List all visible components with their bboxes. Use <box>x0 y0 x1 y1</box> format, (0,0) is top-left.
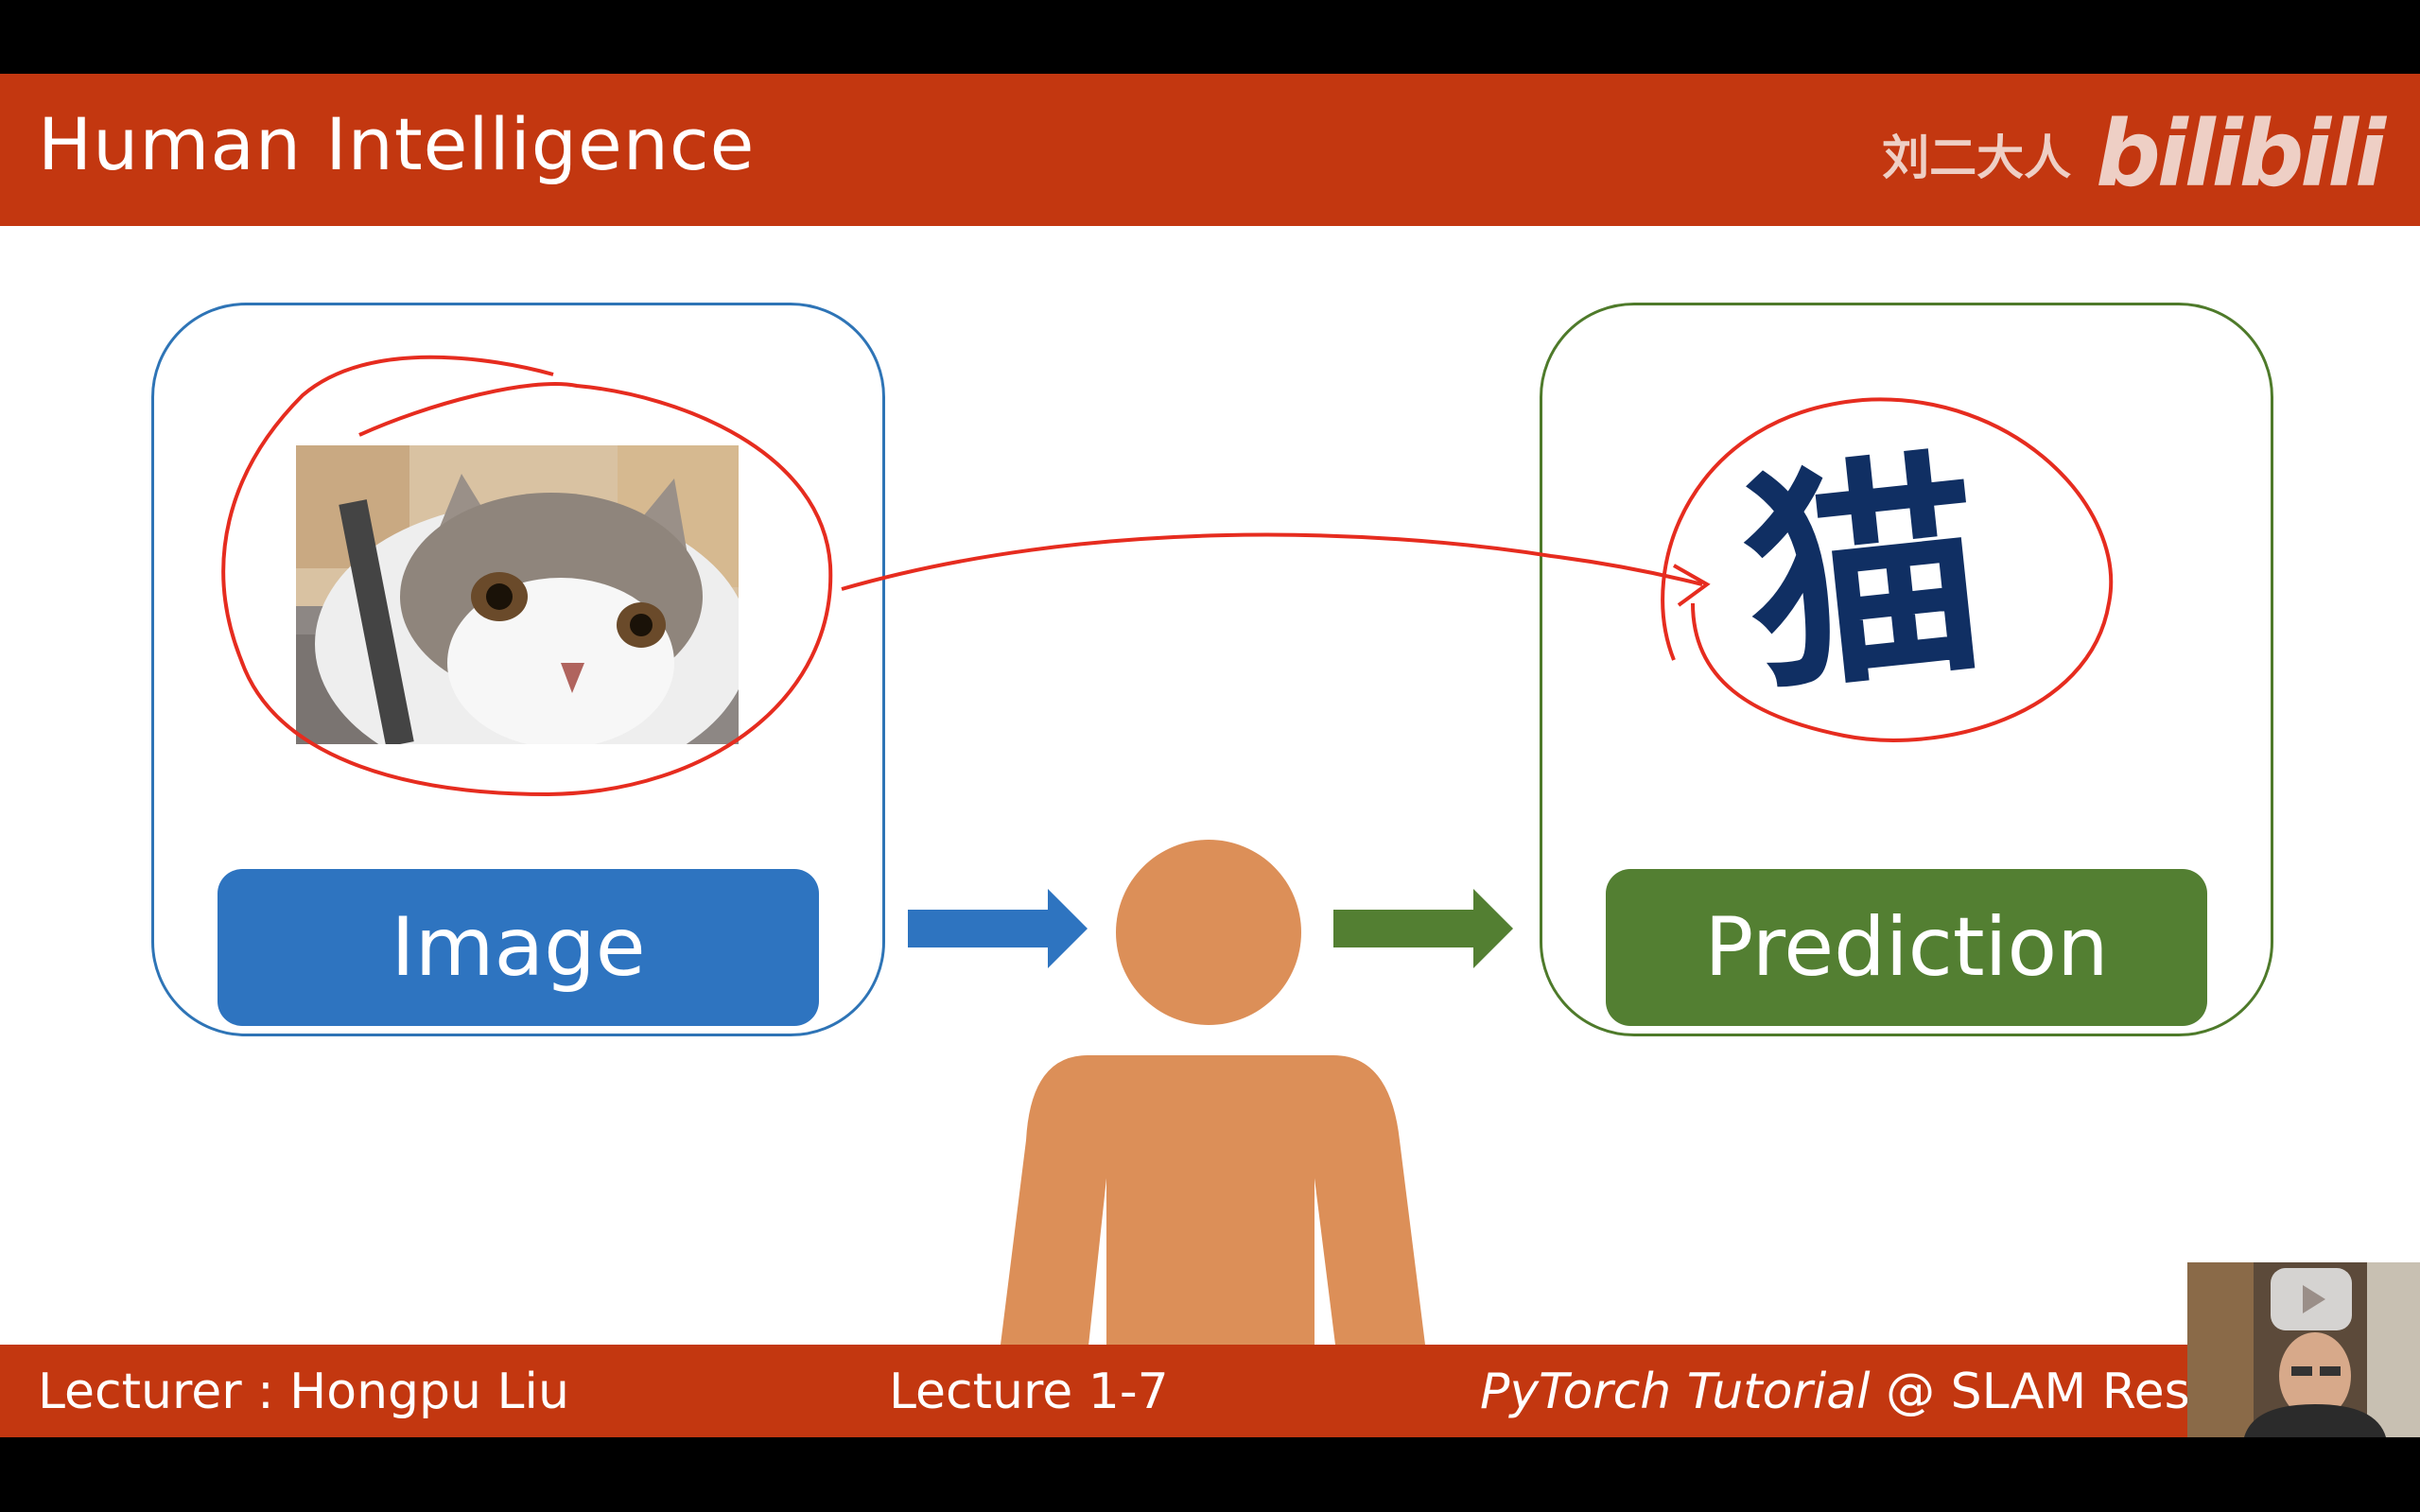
course-name: PyTorch Tutorial @ SLAM Resear <box>1480 1364 2271 1420</box>
output-arrow-icon <box>1333 889 1513 968</box>
watermark-author: 刘二大人 <box>1882 130 2072 185</box>
input-box: Image <box>151 303 885 1036</box>
lecture-number: Lecture 1-7 <box>889 1364 1169 1420</box>
title-bar: Human Intelligence 刘二大人 bilibili <box>0 74 2420 226</box>
output-box: 猫 Prediction <box>1540 303 2273 1036</box>
cat-photo-graphic <box>296 445 739 744</box>
slide-title: Human Intelligence <box>38 102 756 186</box>
cat-character: 猫 <box>1732 424 1996 726</box>
watermark: 刘二大人 bilibili <box>1882 101 2386 207</box>
person-icon <box>988 840 1437 1437</box>
lecturer-name: Lecturer : Hongpu Liu <box>38 1364 569 1420</box>
course-title: PyTorch Tutorial <box>1480 1364 1871 1420</box>
slide: Human Intelligence 刘二大人 bilibili <box>0 74 2420 1437</box>
image-label: Image <box>218 869 819 1026</box>
webcam-overlay[interactable] <box>2187 1262 2420 1437</box>
footer-bar: Lecturer : Hongpu Liu Lecture 1-7 PyTorc… <box>0 1345 2420 1437</box>
input-arrow-icon <box>908 889 1088 968</box>
play-button[interactable] <box>2271 1268 2352 1330</box>
bilibili-logo: bilibili <box>2096 101 2386 207</box>
cat-photo <box>296 445 739 744</box>
play-icon <box>2303 1285 2325 1313</box>
prediction-label: Prediction <box>1606 869 2207 1026</box>
